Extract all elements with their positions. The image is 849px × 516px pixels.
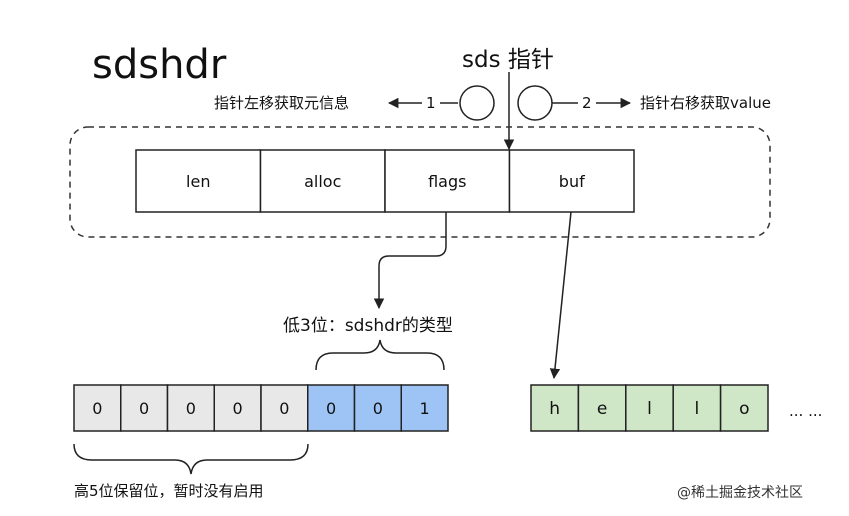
field-cell-buf: [508, 149, 635, 213]
field-label-flags: flags: [428, 172, 466, 191]
bit-cell: [213, 384, 262, 432]
diagram-title: sdshdr: [92, 42, 227, 88]
type-brace: [315, 339, 445, 371]
right-pointer-circle: [517, 85, 553, 121]
reserved-label: 高5位保留位，暂时没有启用: [74, 482, 264, 500]
buf-char-cell: [577, 384, 627, 432]
reserved-brace: [73, 443, 309, 475]
pointer-label: sds 指针: [462, 47, 554, 73]
header-fields: len alloc flags buf: [135, 149, 635, 213]
buf-char-cell: [719, 384, 769, 432]
flag-bits: 0 0 0 0 0 0 0 1: [73, 384, 449, 432]
left-pointer-circle: [459, 85, 495, 121]
corner-watermark: @稀土掘金技术社区: [677, 485, 803, 501]
buf-char: o: [739, 399, 749, 419]
bit-value: 0: [186, 399, 196, 418]
bit-cell: [353, 384, 402, 432]
buf-char: l: [695, 399, 700, 419]
move-right-label: 指针右移获取value: [640, 94, 771, 112]
type-label: 低3位：sdshdr的类型: [283, 316, 453, 336]
bit-cell: [120, 384, 169, 432]
bit-value: 0: [326, 399, 336, 418]
bit-value: 0: [279, 399, 289, 418]
buf-char-cell: [625, 384, 674, 432]
flags-arrow: [373, 212, 447, 310]
bit-value: 1: [420, 399, 430, 418]
bit-cell: [400, 384, 449, 432]
move-left-label: 指针左移获取元信息: [214, 94, 349, 112]
bit-value: 0: [92, 399, 102, 418]
bit-cell: [73, 384, 122, 432]
step-2-bg: [578, 93, 596, 113]
step-1-label: 1: [426, 94, 436, 112]
buf-char: e: [597, 399, 607, 419]
field-cell-flags: [384, 149, 511, 213]
bit-value: 0: [373, 399, 383, 418]
bit-value: 0: [139, 399, 149, 418]
buf-char: h: [549, 399, 560, 419]
bit-cell: [307, 384, 356, 432]
ellipsis: ... ...: [789, 402, 822, 420]
field-label-len: len: [186, 172, 210, 191]
field-label-alloc: alloc: [304, 172, 341, 191]
step-1-bg: [422, 93, 440, 113]
sdshdr-container: [69, 126, 771, 238]
bit-cell: [166, 384, 215, 432]
field-label-buf: buf: [559, 172, 585, 191]
step-2-label: 2: [582, 94, 592, 112]
bit-value: 0: [233, 399, 243, 418]
buf-arrow: [549, 211, 572, 380]
field-cell-alloc: [259, 149, 386, 213]
buf-char: l: [647, 399, 652, 419]
